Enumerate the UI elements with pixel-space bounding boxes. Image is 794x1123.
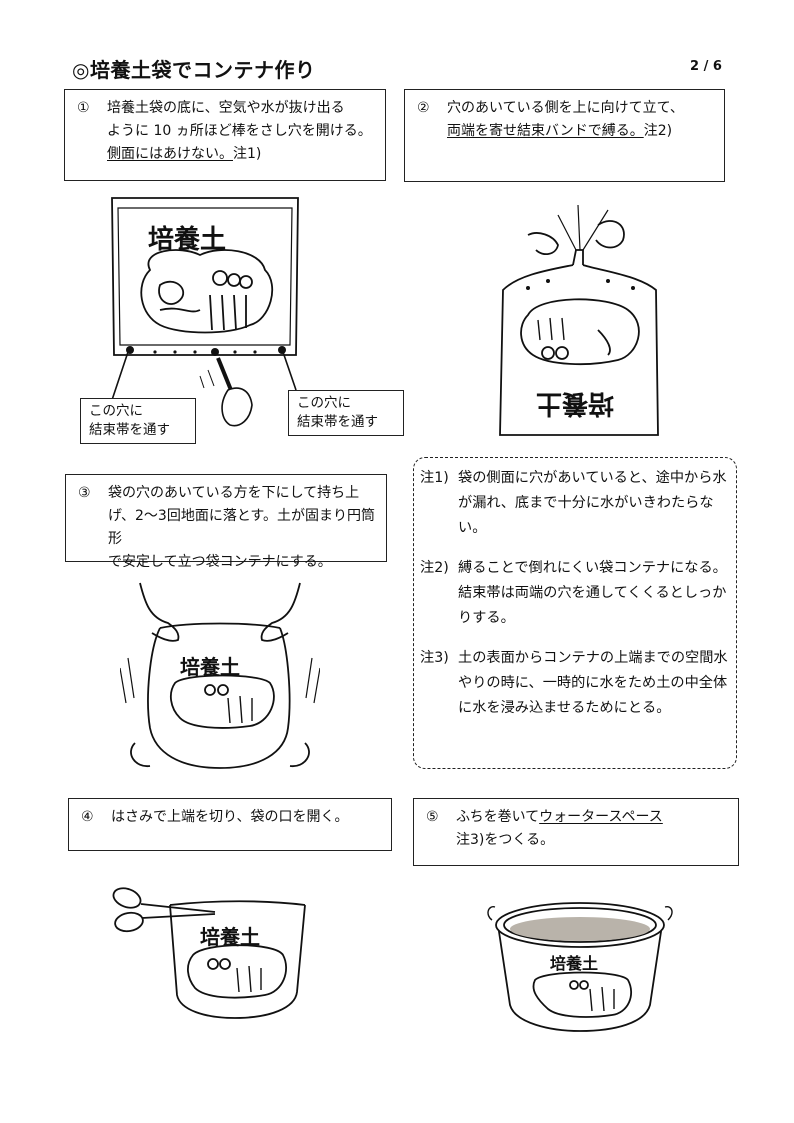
step-2-box: ② 穴のあいている側を上に向けて立て、 両端を寄せ結束バンドで縛る。注2) — [404, 89, 725, 182]
illustration-bag-lifting: 培養土 — [120, 582, 320, 769]
note-2-text: 縛ることで倒れにくい袋コンテナになる。結束帯は両端の穴を通してくくるとしっかりす… — [458, 560, 727, 626]
bag-1-label: 培養土 — [148, 225, 226, 255]
step-1-line-2: ように 10 ヵ所ほど棒をさし穴を開ける。 — [107, 123, 372, 139]
step-2-line-1: 穴のあいている側を上に向けて立て、 — [447, 100, 684, 116]
illustration-bag-tied: 培養土 — [499, 204, 659, 436]
step-1-note-ref: 注1) — [233, 146, 262, 162]
step-4-number: ④ — [81, 809, 94, 825]
step-2-number: ② — [417, 100, 430, 116]
note-3-text: 土の表面からコンテナの上端までの空間水やりの時に、一時的に水をため土の中全体に水… — [458, 650, 728, 716]
note-2: 注2) 縛ることで倒れにくい袋コンテナになる。結束帯は両端の穴を通してくくるとし… — [420, 556, 728, 631]
step-2-note-ref: 注2) — [643, 123, 673, 139]
step-2-line-2: 両端を寄せ結束バンドで縛る。 — [447, 123, 644, 139]
bag-4-label: 培養土 — [200, 925, 260, 949]
step-5-box: ⑤ ふちを巻いてウォータースペース 注3)をつくる。 — [413, 798, 739, 866]
page-number: 2 / 6 — [690, 59, 722, 74]
callout-left-line-2: 結束帯を通す — [89, 422, 170, 438]
bag-2-label: 培養土 — [536, 388, 614, 418]
callout-left: この穴に 結束帯を通す — [80, 398, 196, 444]
step-4-box: ④ はさみで上端を切り、袋の口を開く。 — [68, 798, 392, 851]
note-1-text: 袋の側面に穴があいていると、途中から水が漏れ、底まで十分に水がいきわたらない。 — [458, 470, 727, 536]
page-title: ◎培養土袋でコンテナ作り — [72, 58, 316, 82]
callout-right-line-1: この穴に — [297, 395, 351, 411]
step-1-number: ① — [77, 100, 90, 116]
callout-left-line-1: この穴に — [89, 403, 143, 419]
step-4-line-1: はさみで上端を切り、袋の口を開く。 — [111, 809, 349, 825]
step-3-number: ③ — [78, 485, 91, 501]
callout-right-line-2: 結束帯を通す — [297, 414, 378, 430]
step-1-line-1: 培養土袋の底に、空気や水が抜け出る — [107, 100, 345, 116]
illustration-bag-water-space: 培養土 — [487, 902, 673, 1032]
note-3-label: 注3) — [420, 650, 449, 666]
notes-box: 注1) 袋の側面に穴があいていると、途中から水が漏れ、底まで十分に水がいきわたら… — [413, 457, 737, 769]
step-3-line-3: で安定して立つ袋コンテナにする。 — [108, 554, 332, 570]
illustration-bag-cutting: 培養土 — [112, 887, 306, 1019]
step-5-line-2: 注3)をつくる。 — [456, 832, 555, 848]
bag-3-label: 培養土 — [180, 655, 240, 679]
callout-right: この穴に 結束帯を通す — [288, 390, 404, 436]
illustration-bag-flat: 培養土 — [111, 197, 299, 427]
note-2-label: 注2) — [420, 560, 449, 576]
bag-5-label: 培養土 — [550, 954, 598, 973]
step-1-box: ① 培養土袋の底に、空気や水が抜け出る ように 10 ヵ所ほど棒をさし穴を開ける… — [64, 89, 386, 181]
note-3: 注3) 土の表面からコンテナの上端までの空間水やりの時に、一時的に水をため土の中… — [420, 646, 728, 721]
step-5-number: ⑤ — [426, 809, 439, 825]
step-3-line-1: 袋の穴のあいている方を下にして持ち上 — [108, 485, 360, 501]
note-1-label: 注1) — [420, 470, 449, 486]
step-5-water-space: ウォータースペース — [539, 809, 663, 825]
step-5-line-1: ふちを巻いて — [456, 809, 540, 825]
step-3-box: ③ 袋の穴のあいている方を下にして持ち上 げ、2～3回地面に落とす。土が固まり円… — [65, 474, 387, 570]
step-1-line-3: 側面にはあけない。 — [107, 146, 233, 162]
step-3-line-2: げ、2～3回地面に落とす。土が固まり円筒形 — [108, 508, 376, 547]
note-1: 注1) 袋の側面に穴があいていると、途中から水が漏れ、底まで十分に水がいきわたら… — [420, 466, 728, 541]
